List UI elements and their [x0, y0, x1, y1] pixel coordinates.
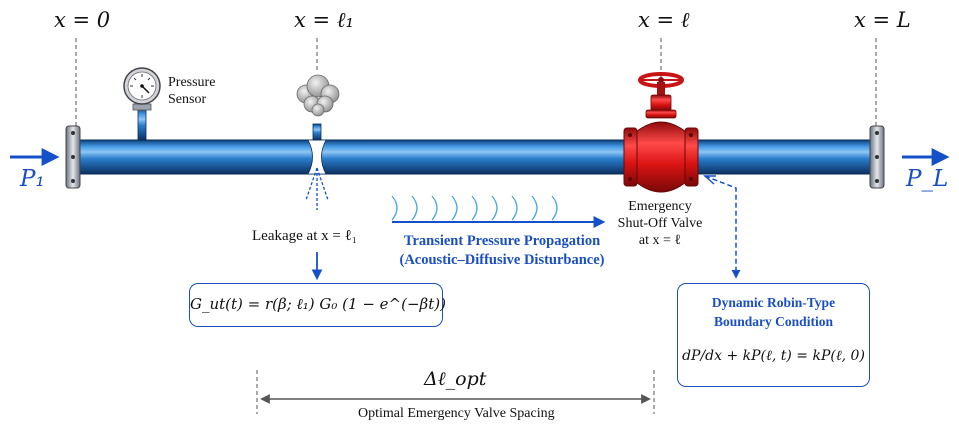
- spacing-label: Optimal Emergency Valve Spacing: [358, 406, 555, 421]
- valve-label-line-2: Shut-Off Valve: [617, 216, 703, 231]
- inlet-pressure-label: P₁: [20, 166, 45, 192]
- leak-smoke-icon: [296, 74, 340, 141]
- robin-connector: [704, 175, 741, 279]
- leak-spray: [305, 167, 329, 210]
- pressure-gauge-icon: [123, 67, 161, 141]
- inlet-flange: [65, 125, 81, 189]
- spacing-dimension: [256, 370, 655, 414]
- pressure-sensor-label: Pressure Sensor: [168, 75, 216, 107]
- spacing-symbol: Δℓ_opt: [424, 368, 487, 390]
- robin-title-line-1: Dynamic Robin-Type: [711, 295, 836, 310]
- valve-icon: [623, 72, 699, 193]
- valve-label-line-1: Emergency: [628, 199, 692, 214]
- leakage-label: Leakage at x = ℓ₁: [252, 228, 357, 244]
- position-label-leak: x = ℓ₁: [294, 8, 354, 32]
- transient-wave-icon: [391, 195, 558, 221]
- outlet-flange: [869, 125, 885, 189]
- outlet-pressure-label: P_L: [906, 166, 949, 192]
- pipe: [79, 139, 871, 175]
- position-label-end: x = L: [854, 8, 911, 32]
- valve-label-line-3: at x = ℓ: [638, 233, 682, 248]
- robin-connector-head: [703, 175, 716, 185]
- valve-label: Emergency Shut-Off Valve at x = ℓ: [600, 198, 720, 249]
- position-label-valve: x = ℓ: [638, 8, 690, 32]
- position-guides: [75, 38, 877, 128]
- transient-title: Transient Pressure Propagation: [403, 233, 601, 249]
- robin-formula: dP/dx + kP(ℓ, t) = kP(ℓ, 0): [682, 348, 865, 364]
- leak-formula-box: G_ut(t) = r(β; ℓ₁) G₀ (1 − e^(−βt)): [189, 283, 446, 327]
- transient-subtitle: (Acoustic–Diffusive Disturbance): [399, 252, 605, 268]
- robin-title-line-2: Boundary Condition: [714, 314, 833, 329]
- position-label-start: x = 0: [54, 8, 111, 32]
- robin-condition-box: Dynamic Robin-Type Boundary Condition dP…: [677, 283, 870, 387]
- leak-formula: G_ut(t) = r(β; ℓ₁) G₀ (1 − e^(−βt)): [190, 295, 446, 313]
